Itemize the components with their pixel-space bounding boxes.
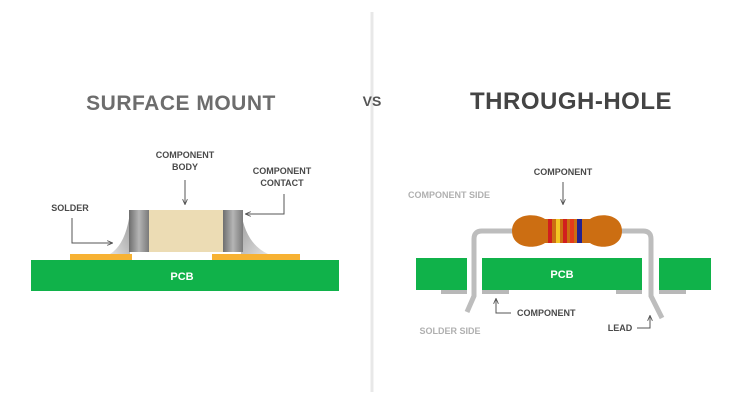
smt-solder-label: SOLDER xyxy=(51,203,89,213)
smt-pcb-label: PCB xyxy=(170,271,193,283)
th-pad-bottom-left-1 xyxy=(441,290,467,294)
th-pad-bottom-left-2 xyxy=(482,290,509,294)
th-pad-bottom-right-2 xyxy=(659,290,686,294)
smt-solder-fillet-left xyxy=(110,212,130,254)
th-band-4 xyxy=(570,219,574,243)
smt-contact-label: COMPONENT xyxy=(253,166,312,176)
th-lead-label: LEAD xyxy=(608,323,633,333)
surface-mount-diagram: PCB COMPONENT BODY COMPONENT CONTACT SOL… xyxy=(31,150,339,291)
smt-component-body-label-2: BODY xyxy=(172,162,198,172)
th-component-side-label: COMPONENT SIDE xyxy=(408,190,490,200)
through-hole-diagram: PCB COMPONENT COMPONENT SIDE COMPONENT S… xyxy=(408,167,711,336)
th-band-3 xyxy=(563,219,567,243)
smt-component-body-label: COMPONENT xyxy=(156,150,215,160)
th-component-label-bottom: COMPONENT xyxy=(517,308,576,318)
smt-contact-left xyxy=(129,210,149,252)
smt-contact-right xyxy=(223,210,243,252)
th-pcb-right xyxy=(659,258,711,290)
th-band-2 xyxy=(556,219,560,243)
smt-solder-pad-right xyxy=(212,254,300,260)
th-band-1 xyxy=(548,219,552,243)
th-pcb-label: PCB xyxy=(550,269,573,281)
th-component-arrow-bottom xyxy=(496,299,511,314)
th-solder-side-label: SOLDER SIDE xyxy=(419,326,480,336)
smt-component-body xyxy=(148,210,224,252)
th-lead-arrow xyxy=(637,316,650,329)
smt-solder-pad-left xyxy=(70,254,132,260)
th-component-label-top: COMPONENT xyxy=(534,167,593,177)
th-lead-right xyxy=(612,228,665,320)
title-through-hole: THROUGH-HOLE xyxy=(470,88,672,115)
smt-pcb xyxy=(31,260,339,291)
smt-contact-arrow xyxy=(246,194,285,214)
smt-contact-label-2: CONTACT xyxy=(260,178,304,188)
th-pcb-left xyxy=(416,258,467,290)
th-pad-bottom-right-1 xyxy=(616,290,642,294)
smt-solder-fillet-right xyxy=(241,212,268,254)
vs-label: VS xyxy=(363,93,382,109)
title-surface-mount: SURFACE MOUNT xyxy=(86,92,276,115)
th-lead-left xyxy=(464,228,512,314)
th-pcb-center xyxy=(482,258,642,290)
th-band-5 xyxy=(577,219,582,243)
smt-solder-arrow xyxy=(71,218,112,243)
